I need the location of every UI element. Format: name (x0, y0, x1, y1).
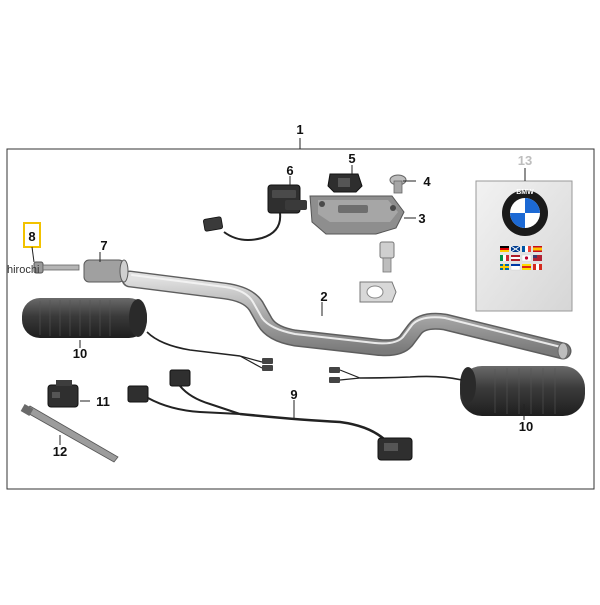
callout-9: 9 (290, 387, 297, 402)
language-flags (500, 245, 542, 271)
watermark-text: hirochi (7, 264, 39, 276)
heated-grip-right (329, 366, 585, 416)
bar-end-weight (83, 259, 129, 283)
callout-6: 6 (286, 163, 293, 178)
mount-part-3 (309, 195, 405, 235)
bmw-logo-text: BMW (516, 189, 534, 196)
leader-part-8 (31, 246, 35, 263)
callout-13: 13 (518, 153, 532, 168)
screw-part-4 (389, 174, 407, 194)
clamp-assembly (359, 241, 397, 303)
connector-part-11 (47, 380, 79, 408)
bmw-logo: BMW (502, 189, 548, 236)
handlebar (121, 270, 572, 360)
callout-8: 8 (28, 229, 35, 244)
callout-2: 2 (320, 289, 327, 304)
switch-part-6 (203, 184, 307, 241)
callout-10-right: 10 (519, 419, 533, 434)
callout-12: 12 (53, 444, 67, 459)
callout-10-left: 10 (73, 346, 87, 361)
owner-manual-part-13: BMW (475, 180, 573, 312)
callout-7: 7 (100, 238, 107, 253)
bolt-part-8 (33, 261, 80, 274)
leader-lines (59, 165, 526, 445)
callout-4: 4 (423, 174, 431, 189)
heated-grip-left (22, 298, 273, 371)
clamp-part-5 (327, 173, 363, 193)
callout-11: 11 (96, 394, 110, 409)
callout-3: 3 (418, 211, 425, 226)
cable-tie-part-12 (20, 404, 119, 463)
callout-5: 5 (348, 151, 355, 166)
wiring-harness-part-9 (127, 369, 413, 461)
callout-1: 1 (296, 122, 303, 137)
